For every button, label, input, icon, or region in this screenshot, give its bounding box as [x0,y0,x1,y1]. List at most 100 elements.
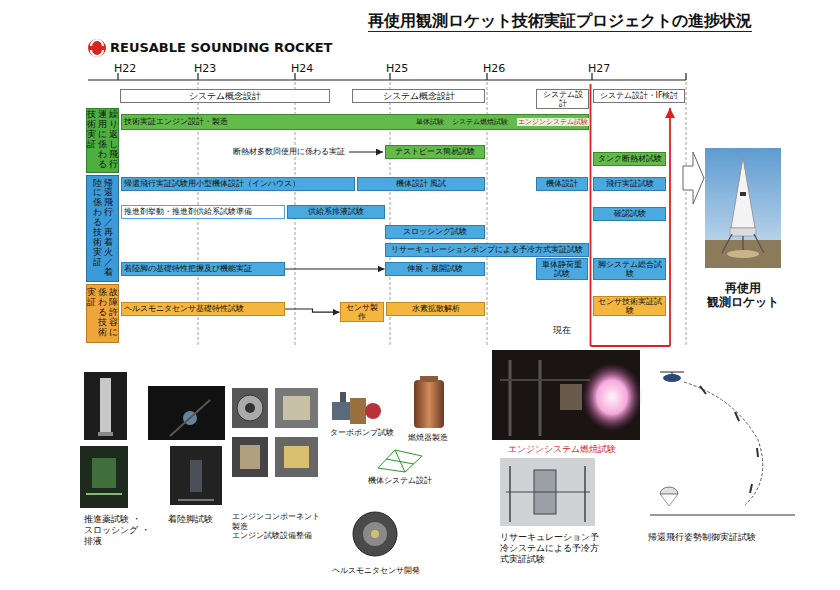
task-bar: タンク断熱材試験 [593,152,666,166]
phase-box: システム設計・IF検討 [593,89,685,103]
task-label: 伸展・展開試験 [407,264,463,273]
task-label: テストピース簡易試験 [395,147,475,156]
category-band: 繰り返し飛行運用に係わる技術実証 [86,108,119,173]
task-label: 機体設計 [546,179,578,188]
logo-mark [88,39,106,57]
task-bar: 確認試験 [593,207,666,221]
turbopump-photo [332,402,350,420]
leader-arrow [349,152,383,153]
task-bar: 機体設計 [536,177,588,191]
return-flight-trajectory [650,514,795,515]
engine-firing-photo [560,384,582,410]
task-bar: 伸展・展開試験 [385,262,485,276]
recirculation-test-photo [509,466,511,522]
leader-arrow [349,152,383,153]
recirculation-test-photo [506,492,590,493]
photo-caption: リサーキュレーション予冷システムによる予冷方式実証試験 [500,532,602,564]
task-bar: 帰還飛行実証試験用小型機体設計（インハウス） [121,177,355,191]
turbopump-photo [350,398,366,424]
photo-caption: 帰還飛行姿勢制御実証試験 [648,532,756,543]
photo-caption: 推進薬試験 ・スロッシング ・排液 [84,514,156,546]
landing-leg-photo [148,386,225,505]
task-label: 確認試験 [614,209,646,218]
task-bar: ヘルスモニタセンサ基礎特性試験 [121,302,285,316]
category-label: 帰還飛行／再着火／着陸に係わる技術実証 [93,179,113,279]
return-flight-trajectory [684,382,763,505]
health-sensor-photo [363,522,387,546]
flow-arrow [285,268,385,269]
task-bar: 機体設計 風試 [357,177,485,191]
vehicle-model [378,450,422,472]
current-frame [591,345,671,347]
engine-firing-photo [492,350,642,440]
year-grid [686,82,687,346]
current-frame [669,108,671,346]
propellant-test-photo [92,458,116,488]
landing-leg-photo [190,460,202,492]
return-flight-trajectory [663,374,681,382]
logo-text: REUSABLE SOUNDING ROCKET [110,40,332,56]
timeline-axis [685,73,686,80]
photo-caption: ターボポンプ試験 [330,428,394,438]
category-band: 故障許容に係わる技術実証 [86,284,119,343]
engine-component-photos [240,445,260,469]
engine-firing-photo [509,360,512,436]
rocket-photo [722,234,732,253]
vehicle-model [386,459,414,464]
return-flight-trajectory [757,448,758,457]
rocket-photo [705,148,781,268]
return-flight-trajectory [735,412,739,421]
recirculation-test-photo [500,458,595,526]
task-bar: スロッシング試験 [385,225,485,239]
engine-component-photos [275,437,318,477]
task-bar: 脚システム総合試験 [593,258,666,280]
task-label: 帰還飛行実証試験用小型機体設計（インハウス） [124,179,300,188]
task-bar: 推進剤挙動・推進剤供給系試験準備 [121,205,285,219]
current-frame [590,84,592,346]
engine-firing-photo [582,363,642,431]
task-bar: リサーキュレーションポンプによる予冷方式実証試験 [385,243,589,257]
task-label: 技術実証エンジン設計・製造 [124,117,228,126]
task-label: タンク断熱材試験 [598,154,662,163]
flow-arrow [285,309,340,312]
task-bar: 水素拡散解析 [386,302,485,316]
outline-arrow [683,152,704,204]
propellant-test-photo [98,432,113,436]
task-label: センサ技術実証試験 [596,297,663,315]
task-bar: 着陸脚の基礎特性把握及び機能実証 [121,262,285,276]
task-bar: 単体静荷重試験 [536,258,588,280]
rocket-photo [731,158,755,228]
task-bar: 飛行実証試験 [593,177,666,191]
year-label: H25 [386,62,408,75]
propellant-test-photo [84,372,127,440]
task-label: 飛行実証試験 [606,179,654,188]
return-flight-trajectory [660,494,669,506]
turbopump-photo [365,403,381,419]
year-label: H24 [291,62,313,75]
return-flight-trajectory [650,372,795,515]
year-label: H23 [194,62,216,75]
task-label: システム設計 [539,90,586,108]
page-title: 再使用観測ロケット技術実証プロジェクトの進捗状況 [368,11,752,32]
turbopump-photo [332,392,381,424]
engine-component-photos [237,395,263,421]
combustor-photo [414,380,444,428]
category-band: 帰還飛行／再着火／着陸に係わる技術実証 [86,175,119,282]
landing-leg-photo [148,386,225,440]
landing-leg-photo [170,446,222,505]
engine-firing-photo [539,360,542,436]
engine-component-photos [275,388,318,428]
rocket-photo [727,250,759,258]
health-sensor-photo [371,530,379,538]
phase-box: システム概念設計 [120,89,330,103]
photo-caption: ヘルスモニタセンサ開発 [332,566,420,576]
task-label: 水素拡散解析 [412,304,460,313]
photo-caption: 燃焼器製造 [408,433,448,443]
engine-component-photos [284,446,309,468]
photo-caption: 機体システム設計 [368,476,432,486]
year-label: H27 [588,62,610,75]
engine-component-photos [232,437,268,477]
timeline-axis [88,79,686,80]
return-flight-trajectory [672,372,673,375]
